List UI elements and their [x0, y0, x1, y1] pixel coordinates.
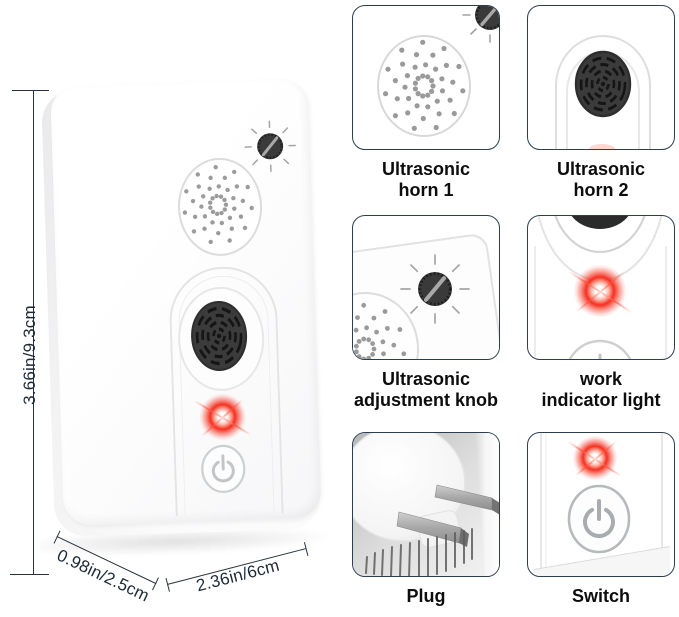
device-front-face [50, 78, 322, 526]
product-view: 3.66in/9.3cm [0, 0, 345, 612]
feature-plug-label: Plug [341, 586, 511, 607]
feature-plug: Plug [352, 432, 500, 607]
speaker-holes-icon [181, 164, 255, 245]
speaker-grille-icon [576, 52, 630, 116]
speaker-grille-icon [566, 216, 634, 229]
feature-switch-label: Switch [516, 586, 679, 607]
feature-adjustment-knob-panel [352, 215, 500, 360]
feature-horn2-label: Ultrasonic horn 2 [516, 159, 679, 201]
led-indicator-icon [573, 436, 617, 480]
power-button-icon [569, 486, 629, 552]
power-button-icon [198, 442, 248, 495]
height-dimension-label: 3.66in/9.3cm [20, 255, 40, 455]
feature-switch-panel [527, 432, 675, 577]
feature-horn2-panel [527, 5, 675, 150]
feature-horn2: Ultrasonic horn 2 [527, 5, 675, 201]
feature-switch: Switch [527, 432, 675, 607]
feature-indicator-light: work indicator light [527, 215, 675, 411]
feature-horn1: Ultrasonic horn 1 [352, 5, 500, 201]
ultrasonic-horn1-speaker [177, 157, 264, 258]
feature-horn1-panel [352, 5, 500, 150]
speaker-grille-icon [189, 299, 249, 373]
feature-adjustment-knob-label: Ultrasonic adjustment knob [341, 369, 511, 411]
feature-indicator-light-panel [527, 215, 675, 360]
led-indicator-icon [574, 265, 626, 317]
adjustment-knob-icon [463, 6, 500, 42]
feature-indicator-light-label: work indicator light [516, 369, 679, 411]
feature-horn1-label: Ultrasonic horn 1 [341, 159, 511, 201]
feature-adjustment-knob: Ultrasonic adjustment knob [352, 215, 500, 411]
pest-repeller-device [45, 82, 327, 560]
feature-plug-panel [352, 432, 500, 577]
